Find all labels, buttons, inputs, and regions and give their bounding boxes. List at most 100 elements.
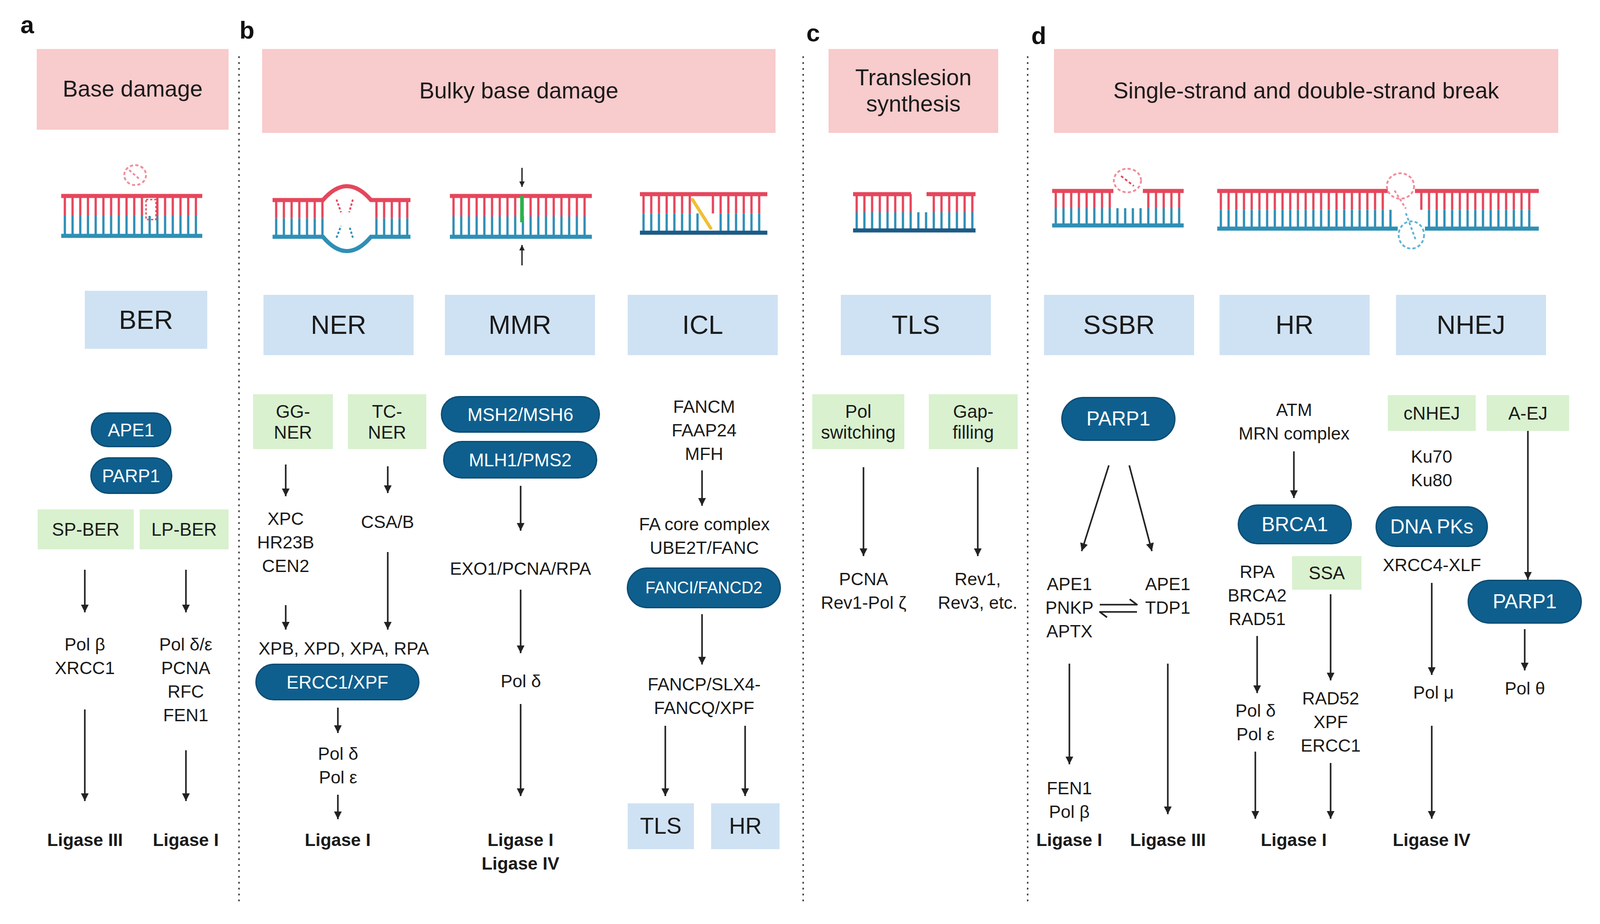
base-tooth	[1243, 190, 1246, 210]
flow-arrow	[976, 467, 979, 557]
panel-separators	[239, 56, 1028, 903]
base-tooth	[1062, 190, 1065, 209]
distorted-base	[349, 225, 353, 238]
interstrand-crosslink	[692, 199, 711, 229]
broken-strand	[1405, 213, 1416, 241]
pathway-box: TLS	[627, 803, 694, 849]
base-tooth	[1451, 209, 1454, 230]
base-tooth	[735, 194, 738, 214]
base-tooth	[1435, 190, 1439, 210]
harpoon	[1099, 611, 1137, 618]
base-tooth	[560, 195, 563, 217]
broken-strand	[1394, 190, 1406, 209]
text-line: Rev1-Pol ζ	[820, 590, 907, 615]
pathway-box: NER	[263, 294, 414, 356]
base-tooth	[940, 194, 943, 213]
base-tooth	[956, 194, 959, 213]
base-tooth	[855, 194, 859, 213]
flow-arrow	[1329, 762, 1332, 819]
text-line: XPF	[1300, 710, 1361, 734]
base-tooth	[179, 215, 182, 236]
base-tooth	[537, 216, 540, 237]
dna-strand	[1142, 189, 1184, 194]
dna-strand	[853, 228, 976, 233]
flow-arrow	[386, 551, 389, 630]
text-line: APE1	[1145, 572, 1191, 596]
text-line: Pol δ/ε	[159, 632, 213, 657]
flow-arrow	[701, 614, 703, 665]
base-tooth	[468, 195, 471, 217]
base-tooth	[164, 195, 167, 216]
base-tooth	[1147, 208, 1150, 226]
base-tooth	[750, 213, 753, 234]
node-text: TLS	[891, 309, 940, 341]
text-line: FEN1	[1046, 776, 1093, 800]
base-tooth	[1320, 209, 1323, 230]
base-tooth	[545, 195, 548, 217]
factor-label: Pol δ Pol ε	[1235, 698, 1276, 747]
base-tooth	[514, 216, 517, 237]
dna-strand	[1217, 189, 1388, 194]
base-tooth	[321, 218, 324, 238]
text-line: RFC	[159, 679, 213, 704]
text-line: NER	[273, 421, 313, 443]
text-line: ATM	[1238, 398, 1350, 422]
factor-label: APE1 TDP1	[1145, 572, 1191, 620]
base-tooth	[1289, 209, 1292, 230]
base-tooth	[878, 194, 882, 213]
base-tooth	[1116, 208, 1119, 226]
base-tooth	[1178, 190, 1181, 209]
ligase-label: Ligase I	[1036, 828, 1103, 852]
base-tooth	[902, 212, 905, 231]
node-text: BRCA1	[1261, 512, 1329, 537]
subpathway-box: TC-NER	[347, 394, 427, 449]
node-text: SSA	[1308, 562, 1345, 584]
dna-strand	[449, 234, 592, 240]
base-tooth	[321, 200, 324, 219]
base-tooth	[568, 195, 571, 217]
base-tooth	[171, 215, 175, 236]
base-tooth	[1101, 190, 1104, 209]
base-tooth	[871, 212, 874, 231]
base-tooth	[878, 212, 882, 231]
factor-label: XPB, XPD, XPA, RPA	[258, 636, 430, 661]
base-tooth	[1335, 209, 1338, 230]
text-line: MRN complex	[1238, 421, 1350, 446]
factor-label: XRCC4-XLF	[1382, 553, 1482, 577]
base-tooth	[681, 194, 684, 214]
base-tooth	[1358, 209, 1361, 230]
base-tooth	[1366, 209, 1369, 230]
text-line: Pol β	[54, 632, 115, 657]
text-line: filling	[952, 421, 994, 443]
subpathway-box: SSA	[1292, 556, 1362, 590]
text-line: Gap-	[952, 400, 994, 422]
base-tooth	[1266, 209, 1269, 230]
broken-strand	[1386, 173, 1415, 199]
text-line: BRCA2	[1227, 583, 1287, 608]
flow-arrow	[1329, 594, 1332, 681]
text-line: PCNA	[820, 567, 907, 591]
base-tooth	[498, 195, 502, 217]
ligase-label: Ligase I	[304, 828, 371, 852]
node-text: MMR	[488, 309, 552, 341]
base-tooth	[390, 218, 394, 238]
base-tooth	[1312, 190, 1315, 210]
base-tooth	[1281, 190, 1284, 210]
base-tooth	[1124, 208, 1127, 226]
text-line: Pol δ	[1235, 698, 1276, 723]
node-text: PARP1	[1492, 590, 1557, 614]
protein-pill: ERCC1/XPF	[255, 663, 420, 701]
factor-label: Pol δ Pol ε	[317, 741, 359, 790]
base-tooth	[696, 213, 699, 234]
base-tooth	[1443, 209, 1446, 230]
text-line: MFH	[671, 442, 737, 466]
pathway-box: TLS	[840, 294, 991, 356]
base-tooth	[406, 200, 409, 219]
factor-label: Pol μ	[1413, 680, 1454, 705]
node-text: HR	[728, 813, 762, 840]
base-tooth	[1351, 190, 1354, 210]
dna-strand	[1217, 226, 1398, 231]
factor-label: Pol θ	[1504, 676, 1546, 701]
